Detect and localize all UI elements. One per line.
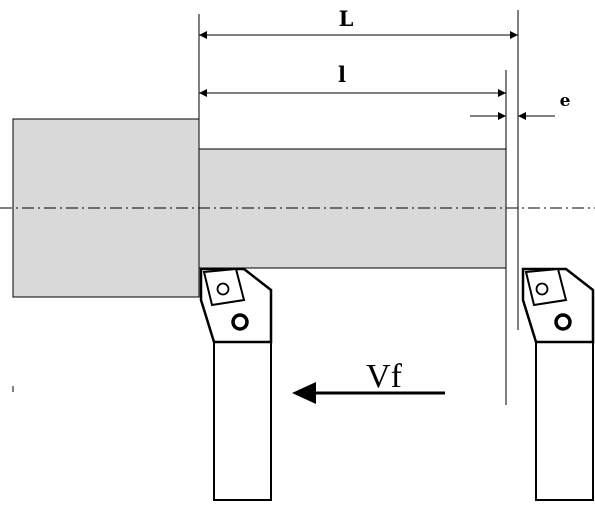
turning-tool-left-icon	[199, 267, 273, 501]
feed-arrow-icon	[292, 382, 445, 404]
label-cut-length: l	[338, 62, 346, 87]
label-overall-length: L	[339, 6, 354, 31]
label-feed-rate: Vf	[366, 358, 403, 395]
turning-tool-right-icon	[521, 267, 595, 501]
label-overrun: e	[560, 91, 571, 111]
